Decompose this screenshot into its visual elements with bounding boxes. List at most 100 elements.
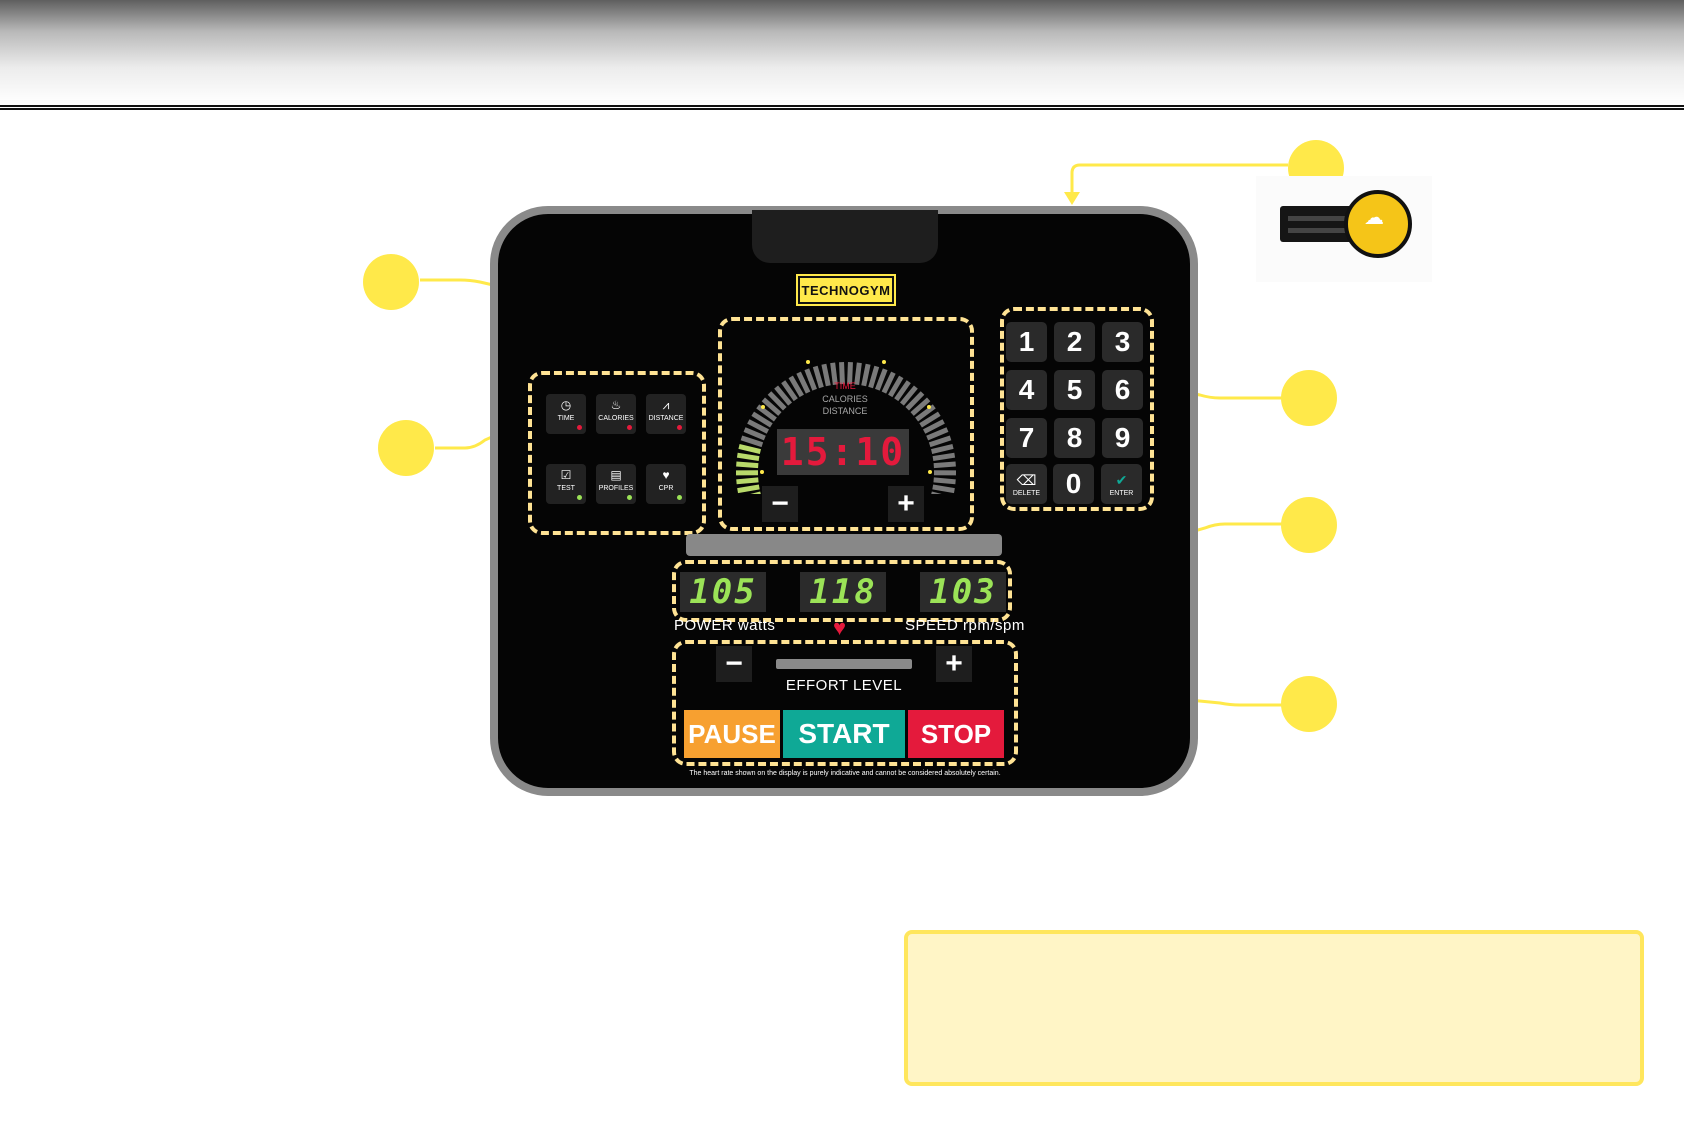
program-button-distance[interactable]: ⩘DISTANCE	[646, 394, 686, 434]
status-led	[577, 425, 582, 430]
speed-readout: 103	[920, 572, 1006, 612]
key-1[interactable]: 1	[1006, 322, 1047, 362]
gauge-segment	[781, 380, 798, 402]
dot-matrix-readout: 15:10	[777, 429, 909, 475]
gauge-segment	[839, 361, 845, 385]
program-label: CPR	[658, 485, 674, 492]
gauge-segment	[919, 411, 941, 428]
display-plus-button[interactable]: +	[888, 486, 924, 522]
program-button-time[interactable]: ◷TIME	[546, 394, 586, 434]
display-shelf	[686, 534, 1002, 556]
enter-key[interactable]: ✔ ENTER	[1101, 464, 1142, 504]
enter-key-label: ENTER	[1109, 489, 1134, 497]
gauge-segment	[933, 477, 956, 485]
key-0[interactable]: 0	[1053, 464, 1094, 504]
stop-button[interactable]: STOP	[908, 710, 1004, 758]
cpr-icon: ♥	[662, 468, 670, 482]
console-top-notch	[752, 210, 938, 263]
pause-button[interactable]: PAUSE	[684, 710, 780, 758]
delete-key[interactable]: ⌫ DELETE	[1006, 464, 1047, 504]
status-led	[677, 495, 682, 500]
gauge-segment	[761, 397, 782, 416]
gauge-segment	[740, 435, 764, 448]
gauge-segment	[926, 427, 949, 441]
display-minus-button[interactable]: −	[762, 486, 798, 522]
status-led	[627, 425, 632, 430]
gauge-segment	[932, 452, 956, 462]
program-label: TEST	[557, 485, 575, 492]
technogym-logo: TECHNOGYM	[796, 274, 896, 306]
cloud-icon: ☁	[1364, 207, 1384, 229]
start-button[interactable]: START	[783, 710, 905, 758]
effort-plus-button[interactable]: +	[936, 646, 972, 682]
gauge-segment	[933, 461, 956, 469]
heart-rate-disclaimer: The heart rate shown on the display is p…	[689, 770, 1001, 777]
status-led	[677, 425, 682, 430]
gauge-segment	[796, 371, 811, 394]
program-button-calories[interactable]: ♨CALORIES	[596, 394, 636, 434]
readout-value: 15:10	[780, 430, 906, 474]
callout-marker-keypad	[1281, 370, 1337, 426]
effort-minus-button[interactable]: −	[716, 646, 752, 682]
key-5[interactable]: 5	[1054, 370, 1095, 410]
header-bar	[0, 0, 1684, 104]
heart-icon: ♥	[833, 615, 847, 640]
gauge-segment	[928, 435, 952, 448]
program-label: CALORIES	[598, 415, 634, 422]
gauge-segment	[861, 363, 871, 387]
key-2[interactable]: 2	[1054, 322, 1095, 362]
gauge-segment	[932, 484, 955, 494]
program-button-profiles[interactable]: ▤PROFILES	[596, 464, 636, 504]
gauge-segment	[751, 411, 773, 428]
gauge-segment	[868, 365, 880, 389]
gauge-segment	[743, 427, 766, 441]
usb-key-image: ☁	[1256, 176, 1432, 282]
gauge-segment	[915, 404, 936, 422]
gauge-segment	[854, 362, 862, 385]
gauge-segment	[881, 371, 896, 394]
key-9[interactable]: 9	[1102, 418, 1143, 458]
gauge-segment	[736, 452, 760, 462]
key-7[interactable]: 7	[1006, 418, 1047, 458]
check-icon: ✔	[1115, 471, 1128, 488]
gauge-segment	[830, 362, 838, 385]
power-readout: 105	[680, 572, 766, 612]
gauge-segment	[767, 391, 787, 411]
program-button-test[interactable]: ☑TEST	[546, 464, 586, 504]
gauge-segment	[894, 380, 911, 402]
header-divider	[0, 105, 1684, 110]
display-mode-calories: CALORIES	[822, 394, 868, 404]
status-led	[627, 495, 632, 500]
gauge-segment	[899, 385, 918, 406]
key-4[interactable]: 4	[1006, 370, 1047, 410]
gauge-arc	[735, 360, 957, 494]
metrics-outline	[672, 560, 1012, 622]
controls-outline	[672, 640, 1018, 766]
gauge-segment	[888, 375, 904, 398]
gauge-segment	[737, 484, 760, 494]
callout-marker-display	[363, 254, 419, 310]
gauge-segment	[774, 385, 793, 406]
effort-level-bar	[776, 659, 912, 669]
callout-marker-programs	[378, 420, 434, 476]
speed-label: SPEED rpm/spm	[905, 617, 1025, 634]
status-led	[577, 495, 582, 500]
gauge-segment	[788, 375, 804, 398]
key-3[interactable]: 3	[1102, 322, 1143, 362]
gauge-segment	[736, 461, 759, 469]
key-8[interactable]: 8	[1054, 418, 1095, 458]
gauge-segment	[747, 419, 769, 434]
gauge-segment	[756, 404, 777, 422]
key-6[interactable]: 6	[1102, 370, 1143, 410]
program-label: DISTANCE	[648, 415, 684, 422]
gauge-segment	[736, 477, 759, 485]
program-button-cpr[interactable]: ♥ CPR	[646, 464, 686, 504]
note-box	[904, 930, 1644, 1086]
gauge-segment	[812, 365, 824, 389]
effort-level-label: EFFORT LEVEL	[785, 677, 903, 694]
gauge-segment	[847, 361, 853, 385]
display-mode-time: TIME	[834, 381, 856, 391]
callout-marker-controls	[1281, 676, 1337, 732]
delete-icon: ⌫	[1016, 471, 1037, 488]
delete-key-label: DELETE	[1012, 489, 1041, 497]
